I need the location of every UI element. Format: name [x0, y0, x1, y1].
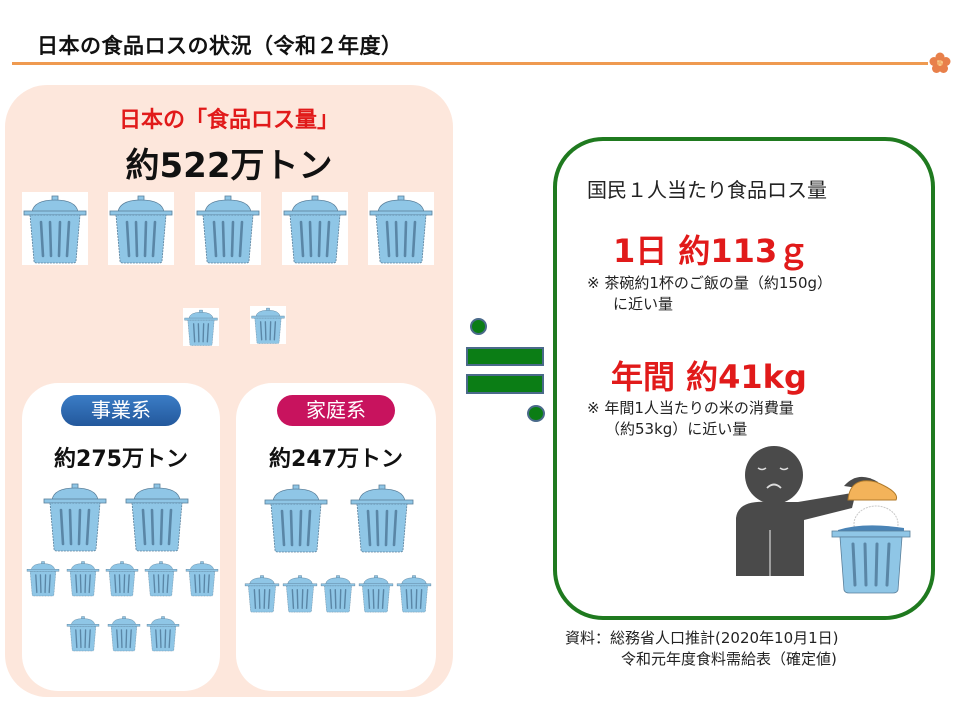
- household-badge: 家庭系: [277, 395, 395, 426]
- small-trash-bin-icon: [282, 573, 318, 613]
- equal-dot-bottom: [527, 405, 545, 422]
- page-title: 日本の食品ロスの状況（令和２年度）: [37, 34, 403, 58]
- equal-bar-bottom: [466, 374, 544, 394]
- daily-loss-note: ※ 茶碗約1杯のご飯の量（約150g）: [587, 274, 833, 292]
- trash-bin-icon: [263, 481, 329, 553]
- trash-bin-icon: [108, 192, 174, 265]
- small-trash-bin-icon: [144, 559, 178, 597]
- equal-bar-top: [466, 347, 544, 366]
- approximately-equal-icon: [466, 318, 546, 423]
- trash-bin-icon: [22, 192, 88, 265]
- trash-bin-icon: [349, 481, 415, 553]
- small-trash-bin-icon: [185, 559, 219, 597]
- small-trash-bin-icon: [105, 559, 139, 597]
- small-trash-bin-icon: [26, 559, 60, 597]
- per-capita-title: 国民１人当たり食品ロス量: [587, 178, 827, 202]
- food-loss-heading: 日本の「食品ロス量」: [118, 108, 339, 133]
- small-trash-bin-icon: [358, 573, 394, 613]
- small-trash-bin-icon: [146, 614, 180, 652]
- household-loss-value: 約247万トン: [269, 447, 403, 472]
- daily-loss-note-cont: に近い量: [613, 295, 674, 313]
- small-trash-bin-icon: [396, 573, 432, 613]
- small-trash-bin-icon: [250, 306, 286, 344]
- small-trash-bin-icon: [107, 614, 141, 652]
- plum-blossom-icon: [929, 52, 951, 73]
- equal-dot-top: [470, 318, 487, 335]
- small-trash-bin-icon: [183, 308, 219, 346]
- source-line-2: 令和元年度食料需給表（確定値): [621, 650, 837, 668]
- trash-bin-icon: [42, 480, 108, 552]
- small-trash-bin-icon: [244, 573, 280, 613]
- small-trash-bin-icon: [320, 573, 356, 613]
- trash-bin-icon: [368, 192, 434, 265]
- business-badge: 事業系: [61, 395, 181, 426]
- source-line-1: 資料：総務省人口推計(2020年10月1日): [565, 629, 839, 647]
- business-loss-value: 約275万トン: [54, 447, 188, 472]
- trash-bin-icon: [282, 192, 348, 265]
- yearly-loss-note: ※ 年間1人当たりの米の消費量: [587, 399, 794, 417]
- small-trash-bin-icon: [66, 559, 100, 597]
- small-trash-bin-icon: [66, 614, 100, 652]
- yearly-loss-note-cont: （約53kg）に近い量: [605, 420, 748, 438]
- yearly-loss-value: 年間 約41kg: [611, 358, 807, 396]
- daily-loss-value: 1日 約113ｇ: [613, 232, 810, 270]
- food-loss-total-value: 約522万トン: [125, 146, 333, 186]
- title-underline: [12, 62, 928, 65]
- person-discarding-rice-icon: [736, 446, 911, 594]
- trash-bin-icon: [195, 192, 261, 265]
- trash-bin-icon: [124, 480, 190, 552]
